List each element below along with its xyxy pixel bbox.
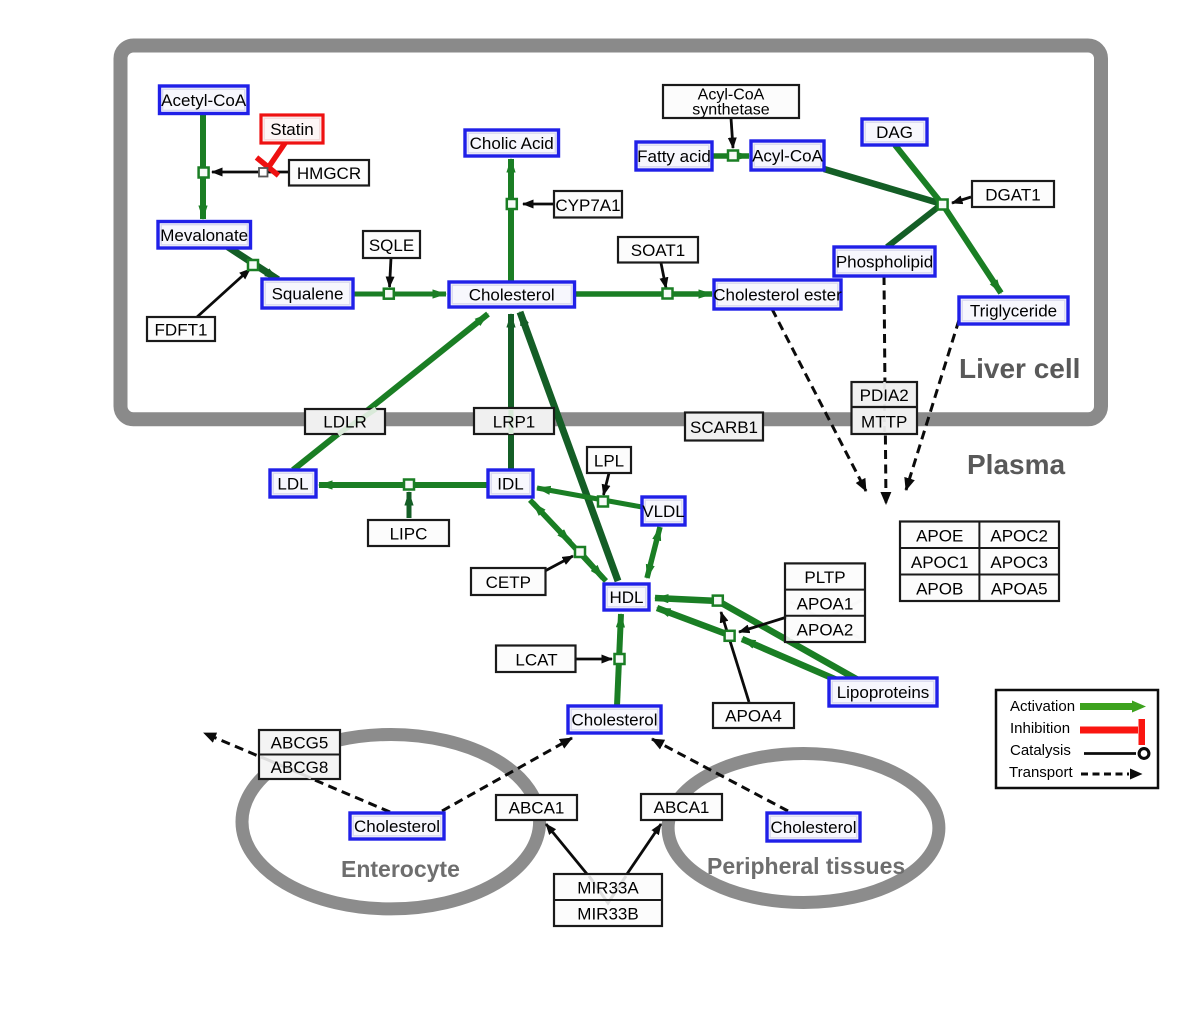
svg-text:Statin: Statin [270, 120, 313, 139]
svg-text:CETP: CETP [486, 573, 531, 592]
svg-text:DGAT1: DGAT1 [985, 186, 1040, 205]
svg-text:Transport: Transport [1009, 764, 1073, 781]
svg-text:Cholesterol: Cholesterol [354, 817, 440, 836]
svg-text:LDLR: LDLR [323, 413, 366, 432]
svg-text:Cholesterol: Cholesterol [469, 286, 555, 305]
svg-text:APOA5: APOA5 [991, 580, 1048, 599]
svg-text:Lipoproteins: Lipoproteins [837, 683, 930, 702]
svg-text:Cholesterol: Cholesterol [572, 711, 658, 730]
svg-text:Catalysis: Catalysis [1010, 742, 1071, 759]
svg-text:ABCG8: ABCG8 [271, 758, 329, 777]
svg-text:Squalene: Squalene [272, 285, 344, 304]
svg-text:APOC1: APOC1 [911, 553, 969, 572]
svg-text:LIPC: LIPC [390, 525, 428, 544]
svg-text:APOE: APOE [916, 527, 963, 546]
svg-text:LCAT: LCAT [515, 651, 557, 670]
svg-text:APOB: APOB [916, 580, 963, 599]
svg-text:VLDL: VLDL [642, 502, 685, 521]
svg-text:Fatty acid: Fatty acid [637, 147, 711, 166]
svg-text:Phospholipid: Phospholipid [836, 253, 933, 272]
svg-text:Acyl-CoA: Acyl-CoA [698, 87, 765, 104]
svg-text:APOA1: APOA1 [797, 595, 854, 614]
svg-text:MTTP: MTTP [861, 413, 907, 432]
svg-text:SOAT1: SOAT1 [631, 241, 685, 260]
svg-text:Liver cell: Liver cell [959, 353, 1080, 384]
svg-text:Activation: Activation [1010, 698, 1075, 715]
svg-text:Triglyceride: Triglyceride [970, 302, 1057, 321]
svg-text:ABCA1: ABCA1 [654, 798, 710, 817]
svg-text:Cholesterol: Cholesterol [771, 818, 857, 837]
svg-text:FDFT1: FDFT1 [155, 321, 208, 340]
svg-text:PLTP: PLTP [804, 568, 845, 587]
svg-text:Acetyl-CoA: Acetyl-CoA [161, 91, 247, 110]
svg-text:Mevalonate: Mevalonate [160, 226, 248, 245]
svg-text:APOA4: APOA4 [725, 707, 782, 726]
svg-text:Cholic Acid: Cholic Acid [470, 134, 554, 153]
svg-text:LRP1: LRP1 [493, 413, 536, 432]
svg-text:ABCG5: ABCG5 [271, 734, 329, 753]
svg-text:MIR33B: MIR33B [577, 905, 638, 924]
svg-text:IDL: IDL [497, 475, 523, 494]
svg-text:HDL: HDL [609, 588, 643, 607]
svg-text:HMGCR: HMGCR [297, 164, 361, 183]
svg-text:CYP7A1: CYP7A1 [555, 196, 620, 215]
svg-text:Peripheral tissues: Peripheral tissues [707, 853, 905, 879]
svg-text:LDL: LDL [277, 475, 308, 494]
svg-text:Cholesterol ester: Cholesterol ester [713, 286, 842, 305]
svg-text:MIR33A: MIR33A [577, 879, 639, 898]
svg-text:APOA2: APOA2 [797, 621, 854, 640]
svg-text:APOC2: APOC2 [990, 527, 1048, 546]
svg-text:ABCA1: ABCA1 [509, 799, 565, 818]
svg-text:Acyl-CoA: Acyl-CoA [752, 147, 824, 166]
svg-text:DAG: DAG [876, 123, 913, 142]
svg-text:APOC3: APOC3 [990, 553, 1048, 572]
svg-text:SQLE: SQLE [369, 236, 414, 255]
svg-text:LPL: LPL [594, 452, 624, 471]
svg-text:synthetase: synthetase [692, 102, 769, 119]
svg-text:Enterocyte: Enterocyte [341, 856, 460, 882]
svg-text:Plasma: Plasma [967, 449, 1065, 480]
svg-text:Inhibition: Inhibition [1010, 720, 1070, 737]
svg-text:PDIA2: PDIA2 [860, 386, 909, 405]
svg-text:SCARB1: SCARB1 [690, 418, 758, 437]
